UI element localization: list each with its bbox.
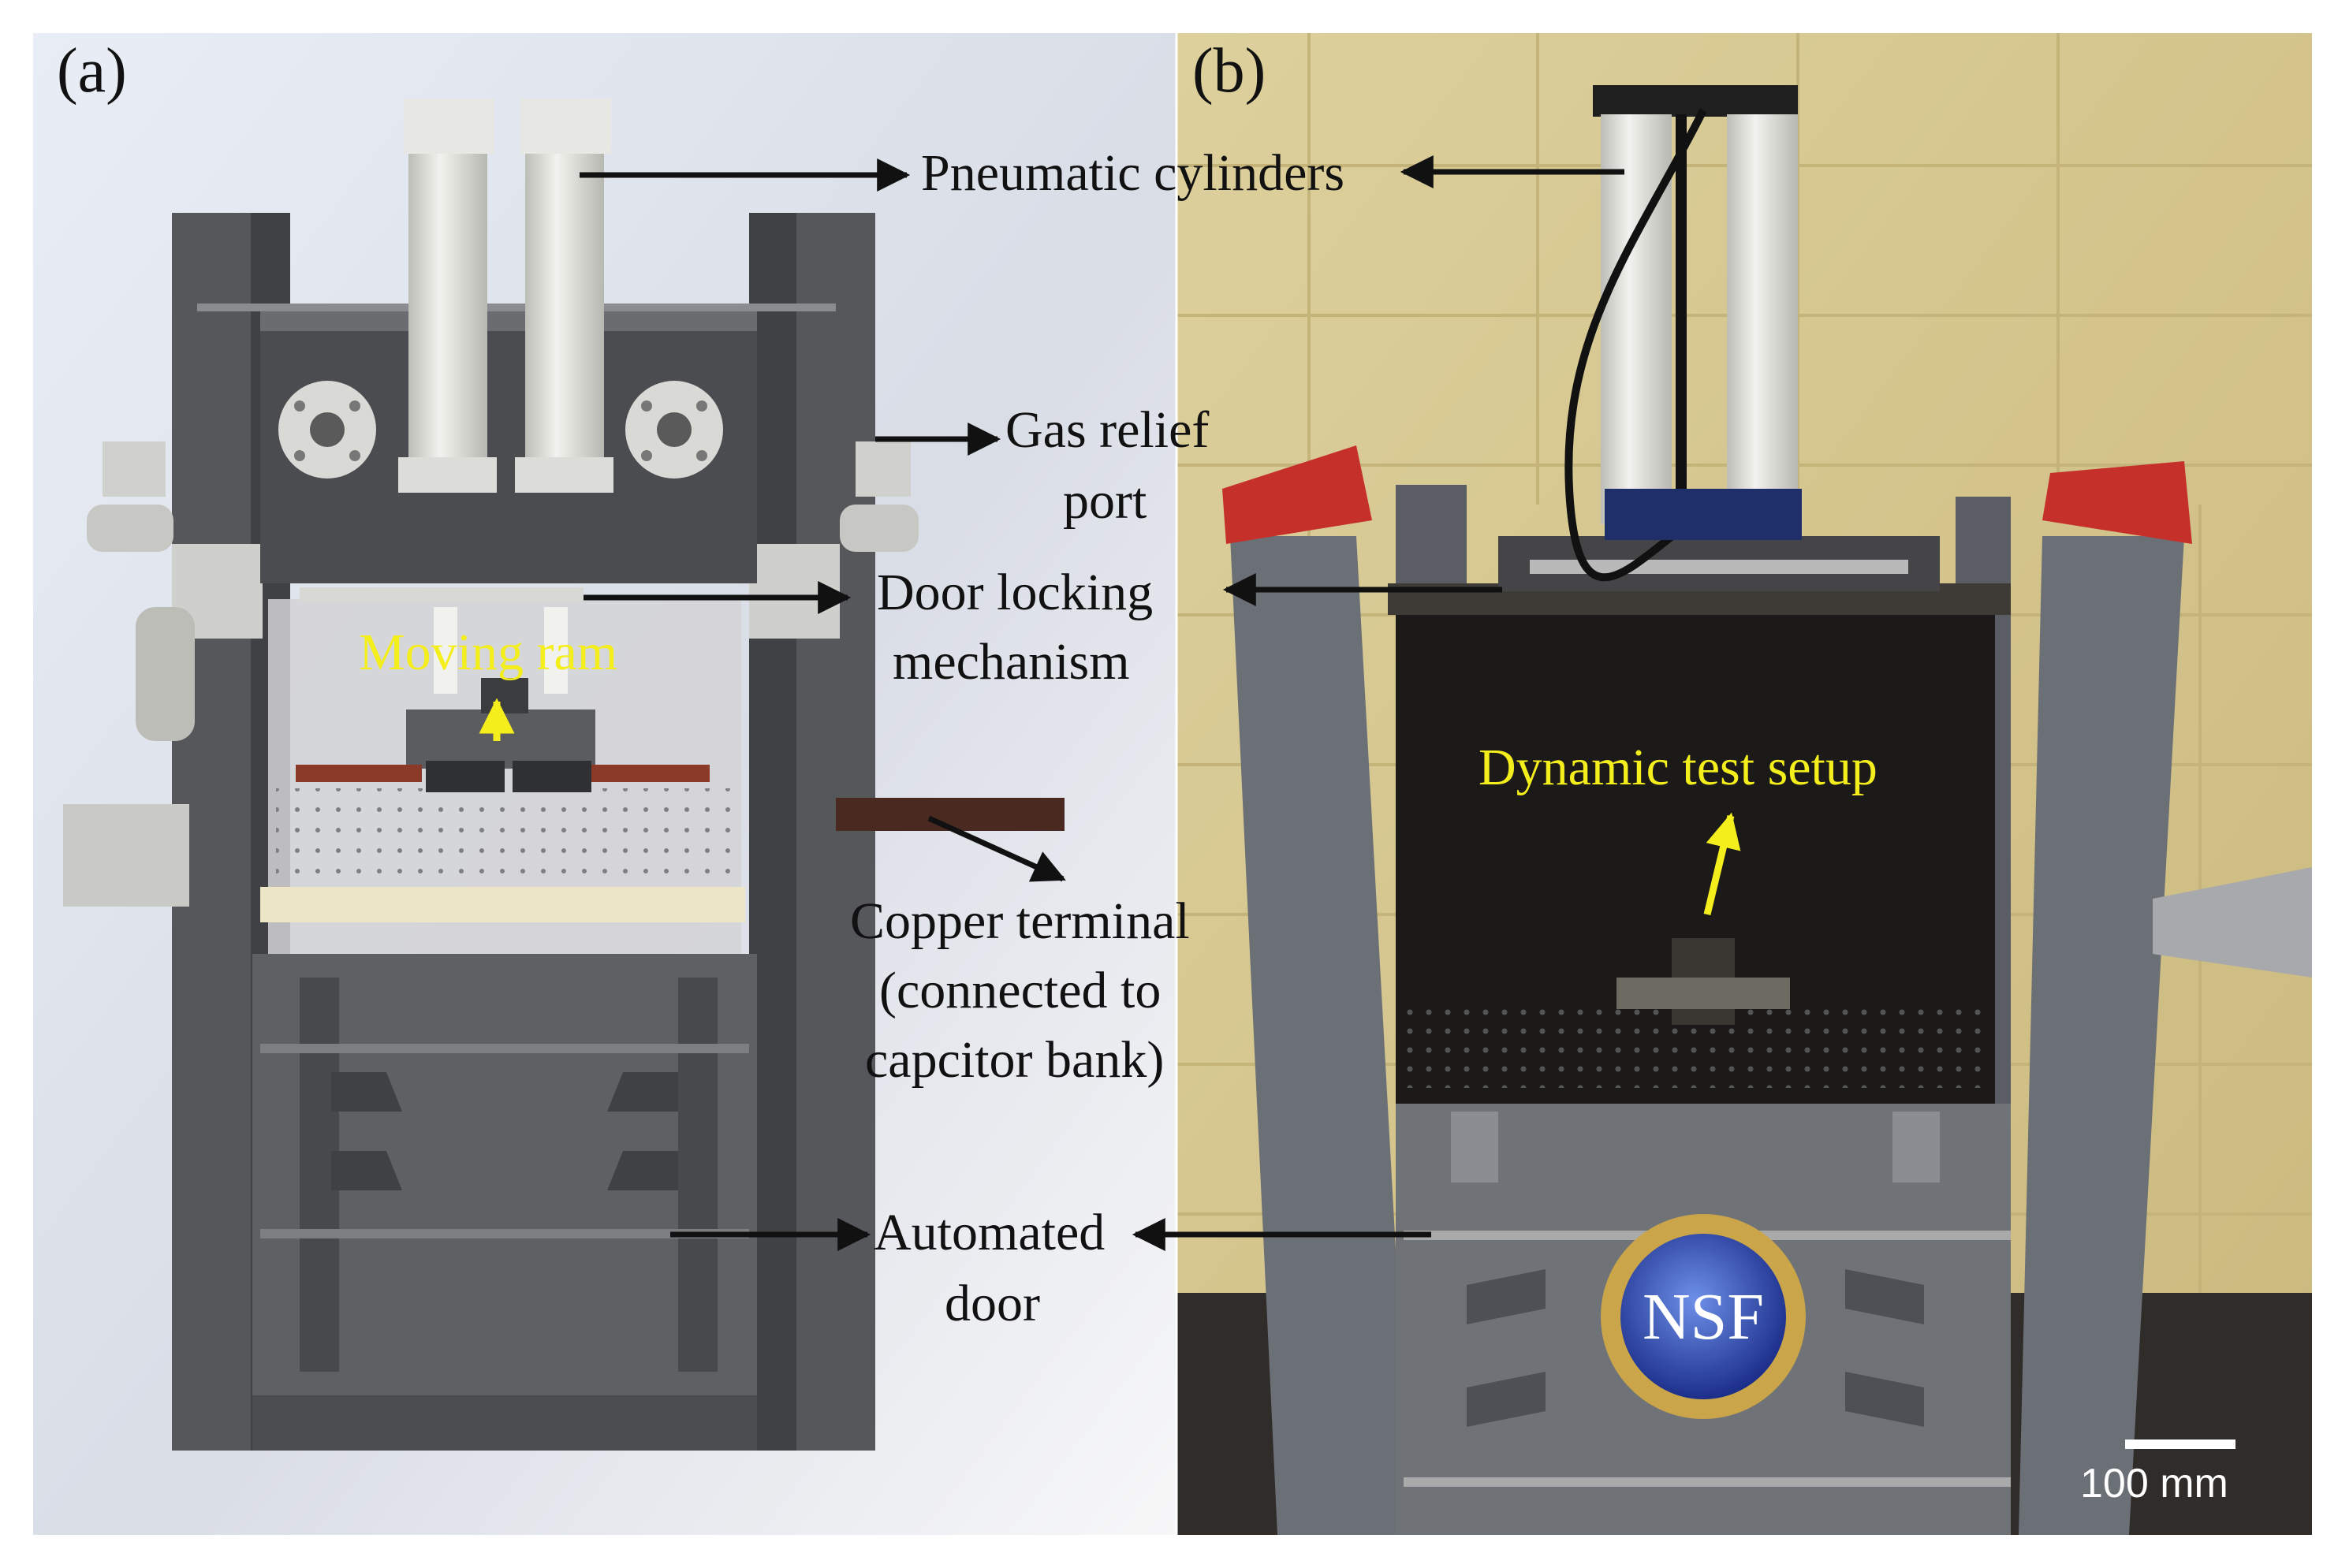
- door-locking-rod-cad: [300, 587, 584, 602]
- nsf-logo: NSF: [1601, 1214, 1806, 1419]
- label-copper-terminal-line3: capcitor bank): [865, 1031, 1165, 1089]
- label-gas-relief-line2: port: [1063, 472, 1147, 530]
- red-cap-left: [1222, 445, 1372, 544]
- label-automated-door-line1: Automated: [874, 1204, 1106, 1261]
- arrow-test-setup: [1703, 812, 1741, 916]
- label-gas-relief-line1: Gas relief: [1005, 401, 1210, 459]
- right-post-photo: [2019, 536, 2184, 1535]
- label-door-locking-line2: mechanism: [893, 633, 1130, 691]
- panel-b-photo: NSF: [1176, 33, 2312, 1535]
- left-post-photo: [1230, 536, 1411, 1535]
- label-pneumatic-cylinders: Pneumatic cylinders: [921, 144, 1345, 202]
- label-copper-terminal-line2: (connected to: [879, 962, 1162, 1019]
- nsf-logo-text: NSF: [1643, 1280, 1764, 1354]
- copper-strip-left: [296, 765, 422, 782]
- flange-right: [625, 381, 723, 479]
- panel-a-cad-render: [33, 33, 1176, 1535]
- panel-a-label: (a): [57, 36, 127, 106]
- pneumatic-cylinders-photo: [1564, 85, 1802, 582]
- exhaust-duct: [2153, 867, 2312, 978]
- scale-bar-label: 100 mm: [2080, 1461, 2228, 1507]
- label-door-locking-line1: Door locking: [877, 564, 1154, 621]
- base-plate-cad: [260, 887, 745, 922]
- label-dynamic-test-setup: Dynamic test setup: [1478, 739, 1877, 796]
- label-automated-door-line2: door: [945, 1275, 1040, 1332]
- red-cap-right: [2042, 461, 2192, 544]
- panel-b-label: (b): [1192, 36, 1266, 106]
- moving-ram-cad: [406, 710, 595, 769]
- leader-arrows: [479, 155, 1741, 1251]
- label-moving-ram: Moving ram: [359, 624, 618, 681]
- arrow-copper-terminal: [927, 815, 1066, 882]
- gas-relief-valves-cad: [63, 441, 919, 907]
- copper-strip-right: [584, 765, 710, 782]
- right-frame-post: [796, 213, 875, 1451]
- label-copper-terminal-line1: Copper terminal: [850, 892, 1190, 950]
- pneumatic-cylinders-cad: [398, 99, 613, 493]
- flange-left: [278, 381, 376, 479]
